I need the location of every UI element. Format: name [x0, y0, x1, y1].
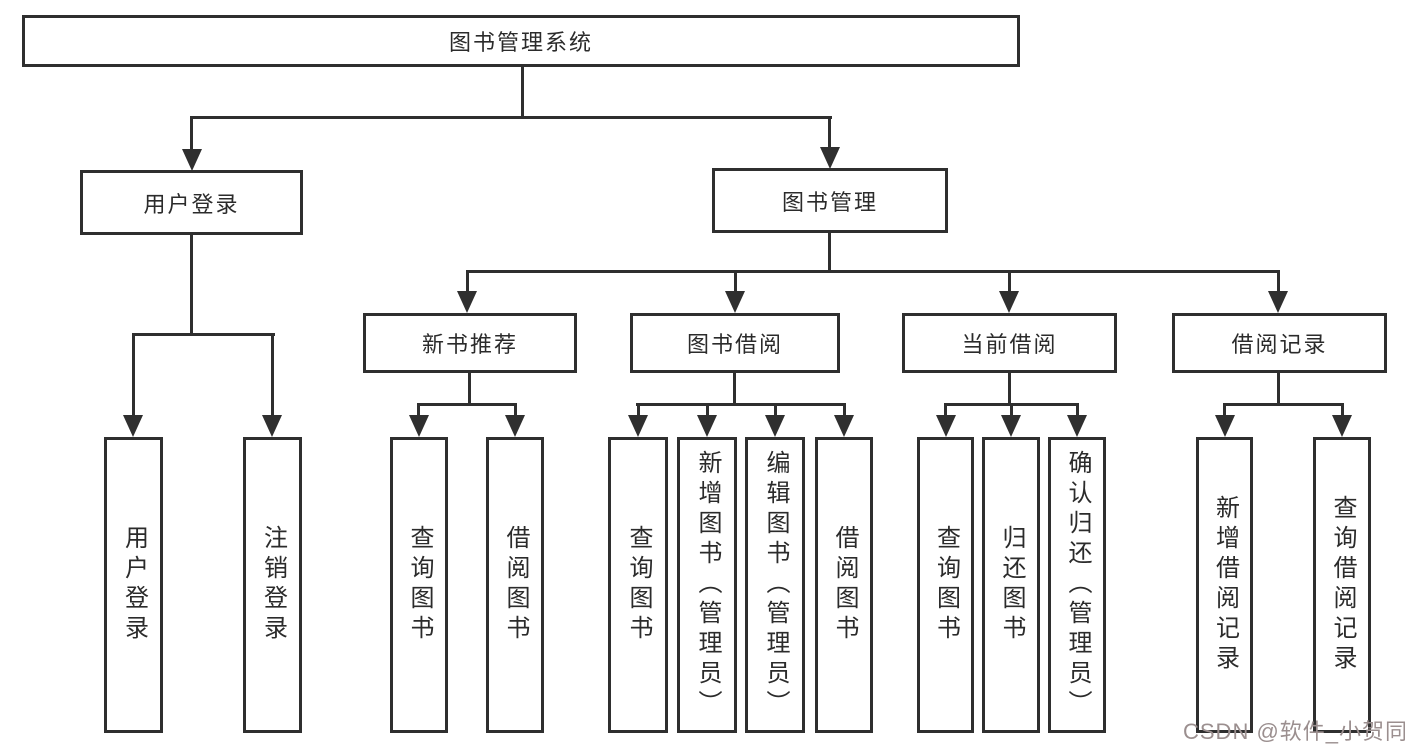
- arrowhead-down-icon: [457, 291, 477, 313]
- leaf-logout: 注销登录: [243, 437, 302, 733]
- leaf-user-login-label: 用户登录: [120, 525, 148, 645]
- leaf-query-books-recommend: 查询图书: [390, 437, 448, 733]
- connector-drop: [1223, 403, 1226, 417]
- node-book-borrowing: 图书借阅: [630, 313, 840, 373]
- connector-drop-records: [1277, 270, 1280, 292]
- node-library-system: 图书管理系统: [22, 15, 1020, 67]
- arrowhead-down-icon: [123, 415, 143, 437]
- node-book-borrowing-label: 图书借阅: [686, 332, 783, 357]
- arrowhead-down-icon: [628, 415, 648, 437]
- connector-login-stem: [190, 235, 193, 336]
- leaf-logout-label: 注销登录: [259, 525, 287, 645]
- node-book-management-label: 图书管理: [781, 189, 878, 215]
- connector-current-stem: [1008, 373, 1011, 405]
- leaf-edit-books-admin: 编辑图书（管理员）: [745, 437, 805, 733]
- node-new-book-recommendation-label: 新书推荐: [421, 332, 518, 357]
- connector-drop: [944, 403, 947, 417]
- leaf-query-books-borrow: 查询图书: [608, 437, 668, 733]
- leaf-user-login: 用户登录: [104, 437, 163, 733]
- connector-drop-new-book: [466, 270, 469, 292]
- connector-drop: [417, 403, 420, 417]
- connector-drop: [774, 403, 777, 417]
- connector-login-horizontal: [132, 333, 275, 336]
- node-user-login: 用户登录: [80, 170, 303, 235]
- leaf-borrow-books-borrow-label: 借阅图书: [831, 525, 858, 645]
- leaf-return-books-label: 归还图书: [998, 525, 1025, 645]
- connector-borrow-horizontal: [636, 403, 846, 406]
- connector-level3-horizontal: [466, 270, 1280, 273]
- node-borrowing-records-label: 借阅记录: [1231, 332, 1328, 357]
- connector-drop: [1010, 403, 1013, 417]
- arrowhead-down-icon: [1001, 415, 1021, 437]
- leaf-edit-books-admin-label: 编辑图书（管理员）: [762, 450, 789, 720]
- connector-drop: [1076, 403, 1079, 417]
- connector-drop-book-management: [828, 116, 831, 150]
- arrowhead-down-icon: [820, 147, 840, 169]
- connector-drop: [1341, 403, 1344, 417]
- leaf-add-borrow-record-label: 新增借阅记录: [1211, 495, 1239, 675]
- connector-drop: [706, 403, 709, 417]
- arrowhead-down-icon: [262, 415, 282, 437]
- connector-drop-borrow: [734, 270, 737, 292]
- arrowhead-down-icon: [505, 415, 525, 437]
- connector-records-stem: [1277, 373, 1280, 405]
- connector-drop-leaf-logout: [271, 333, 274, 417]
- node-book-management: 图书管理: [712, 168, 948, 233]
- arrowhead-down-icon: [936, 415, 956, 437]
- node-new-book-recommendation: 新书推荐: [363, 313, 577, 373]
- leaf-query-books-recommend-label: 查询图书: [406, 525, 433, 645]
- connector-drop-current: [1008, 270, 1011, 292]
- connector-management-stem: [828, 233, 831, 273]
- leaf-confirm-return-admin: 确认归还（管理员）: [1048, 437, 1106, 733]
- arrowhead-down-icon: [1067, 415, 1087, 437]
- leaf-add-books-admin: 新增图书（管理员）: [677, 437, 737, 733]
- leaf-borrow-books-recommend: 借阅图书: [486, 437, 544, 733]
- leaf-add-books-admin-label: 新增图书（管理员）: [694, 450, 721, 720]
- leaf-borrow-books-recommend-label: 借阅图书: [502, 525, 529, 645]
- arrowhead-down-icon: [1332, 415, 1352, 437]
- arrowhead-down-icon: [725, 291, 745, 313]
- leaf-return-books: 归还图书: [982, 437, 1040, 733]
- connector-drop-user-login: [190, 116, 193, 152]
- arrowhead-down-icon: [697, 415, 717, 437]
- connector-newbook-horizontal: [417, 403, 517, 406]
- arrowhead-down-icon: [409, 415, 429, 437]
- connector-borrow-stem: [733, 373, 736, 405]
- connector-level2-horizontal: [190, 116, 832, 119]
- leaf-query-borrow-record: 查询借阅记录: [1313, 437, 1371, 733]
- arrowhead-down-icon: [182, 149, 202, 171]
- connector-root-stem: [521, 67, 524, 118]
- arrowhead-down-icon: [1215, 415, 1235, 437]
- node-current-borrowing-label: 当前借阅: [961, 332, 1058, 357]
- arrowhead-down-icon: [999, 291, 1019, 313]
- connector-records-horizontal: [1223, 403, 1343, 406]
- leaf-query-books-current: 查询图书: [917, 437, 974, 733]
- csdn-watermark: CSDN @软件_小贺同学: [1183, 719, 1405, 744]
- leaf-confirm-return-admin-label: 确认归还（管理员）: [1064, 450, 1091, 720]
- leaf-borrow-books-borrow: 借阅图书: [815, 437, 873, 733]
- connector-drop: [514, 403, 517, 417]
- leaf-query-books-current-label: 查询图书: [932, 525, 960, 645]
- arrowhead-down-icon: [765, 415, 785, 437]
- leaf-add-borrow-record: 新增借阅记录: [1196, 437, 1253, 733]
- node-borrowing-records: 借阅记录: [1172, 313, 1387, 373]
- arrowhead-down-icon: [834, 415, 854, 437]
- node-library-system-label: 图书管理系统: [448, 30, 593, 55]
- leaf-query-borrow-record-label: 查询借阅记录: [1329, 495, 1356, 675]
- arrowhead-down-icon: [1268, 291, 1288, 313]
- connector-drop-leaf-user-login: [132, 333, 135, 417]
- node-current-borrowing: 当前借阅: [902, 313, 1117, 373]
- connector-newbook-stem: [468, 373, 471, 405]
- connector-drop: [843, 403, 846, 417]
- leaf-query-books-borrow-label: 查询图书: [625, 525, 652, 645]
- connector-drop: [637, 403, 640, 417]
- node-user-login-label: 用户登录: [143, 191, 240, 217]
